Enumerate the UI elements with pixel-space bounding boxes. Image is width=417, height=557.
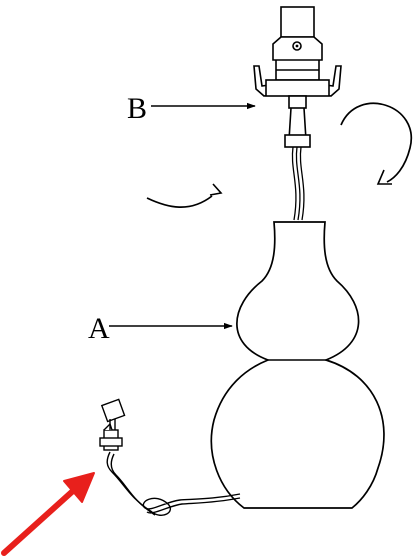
harp-clip-left [253, 65, 277, 97]
harp-clip-right [318, 65, 342, 97]
holder-nut [288, 95, 307, 109]
socket-shoulder [272, 36, 323, 61]
rotation-arrow-right-icon [340, 102, 413, 183]
rotation-arrow-left-icon [146, 195, 213, 208]
power-cord [106, 451, 241, 516]
label-a: A [88, 312, 110, 345]
power-plug-icon [99, 398, 126, 451]
socket-cap [280, 6, 315, 38]
label-b: B [127, 92, 147, 125]
holder-wires [291, 146, 305, 221]
holder-base-plate [265, 79, 330, 97]
lamp-holder [253, 6, 342, 148]
red-pointer-arrow-icon [1, 472, 95, 556]
set-screw-icon [292, 41, 302, 51]
lamp-body [210, 221, 385, 509]
